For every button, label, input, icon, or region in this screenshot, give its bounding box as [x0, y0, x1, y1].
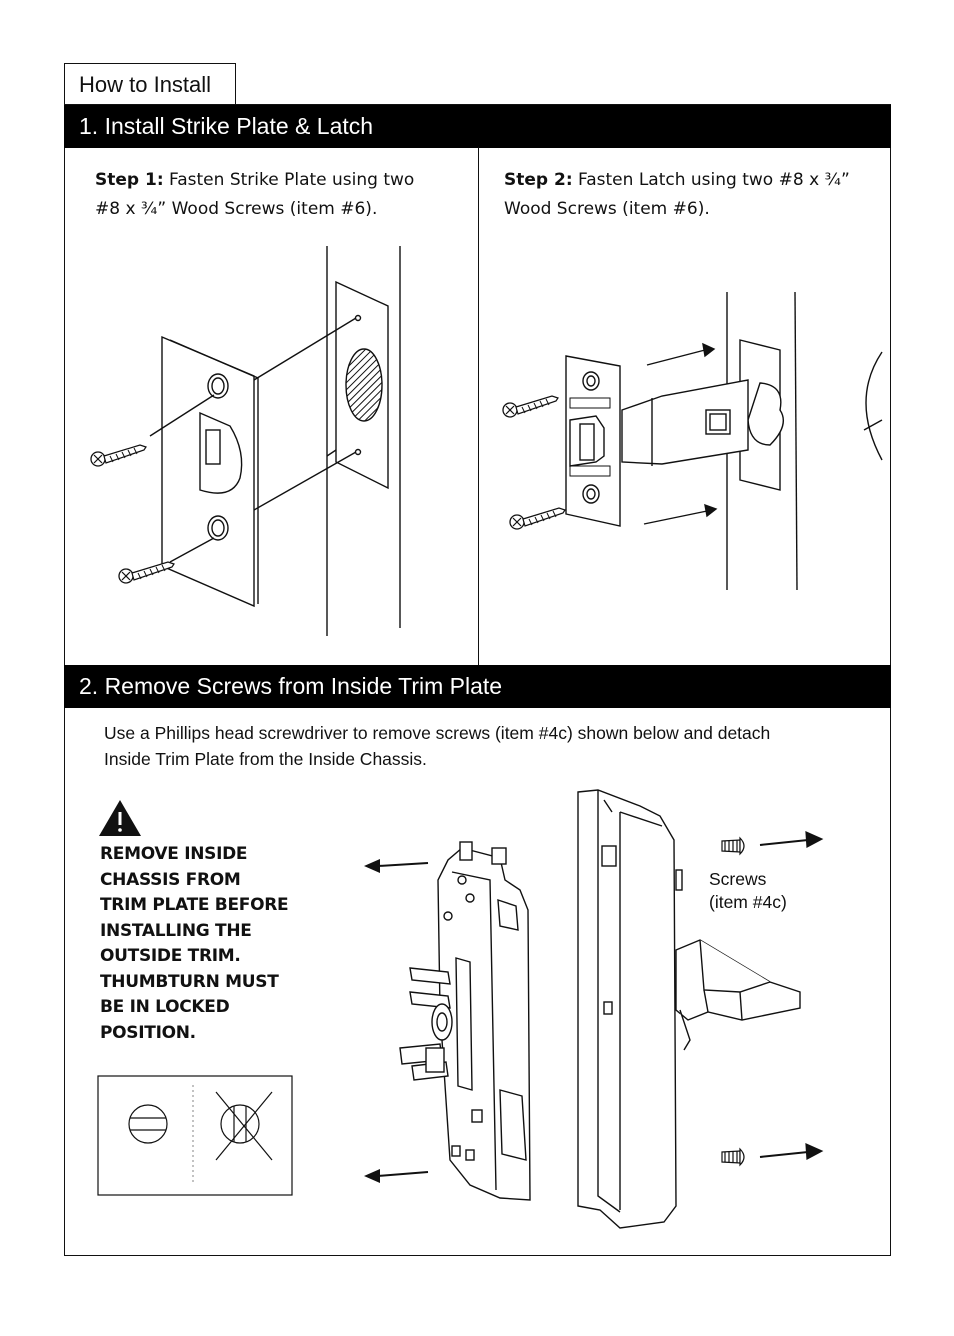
warning-line: CHASSIS FROM	[100, 869, 241, 890]
warning-line: BE IN LOCKED	[100, 997, 230, 1017]
trim-screws	[721, 831, 824, 1167]
inside-chassis-illustration	[399, 841, 531, 1201]
screws-label-line2: (item #4c)	[709, 892, 787, 912]
instructions-line1: Use a Phillips head screwdriver to remov…	[104, 723, 771, 743]
warning-line: TRIM PLATE BEFORE	[100, 895, 289, 915]
warning-line: POSITION.	[100, 1022, 196, 1043]
screws-label-line1: Screws	[709, 869, 767, 889]
warning-line: OUTSIDE TRIM.	[100, 946, 241, 966]
section1-heading: 1. Install Strike Plate & Latch	[64, 105, 891, 148]
warning-line: INSTALLING THE	[100, 920, 252, 941]
latch-illustration	[502, 291, 883, 591]
instructions-line2: Inside Trim Plate from the Inside Chassi…	[104, 749, 427, 769]
warning-line: REMOVE INSIDE	[100, 844, 248, 864]
warning-text: REMOVE INSIDE CHASSIS FROM TRIM PLATE BE…	[100, 842, 310, 1046]
chassis-arrows	[364, 859, 429, 1183]
warning-line: THUMBTURN MUST	[100, 971, 279, 992]
step2-label: Step 2:	[504, 170, 573, 190]
step1-label: Step 1:	[95, 170, 164, 190]
step2-text: Step 2: Fasten Latch using two #8 x ¾” W…	[504, 166, 874, 224]
section2-instructions: Use a Phillips head screwdriver to remov…	[104, 720, 844, 772]
column-divider	[478, 147, 479, 665]
step2-desc2: Wood Screws (item #6).	[504, 199, 710, 219]
inside-trim-plate-illustration	[577, 789, 801, 1229]
screws-label: Screws (item #4c)	[709, 868, 787, 914]
step1-text: Step 1: Fasten Strike Plate using two #8…	[95, 166, 465, 224]
step1-desc: Fasten Strike Plate using two	[163, 170, 415, 190]
step1-desc2: #8 x ¾” Wood Screws (item #6).	[95, 199, 378, 219]
thumbturn-position-box	[97, 1075, 293, 1196]
warning-icon	[99, 800, 141, 836]
step2-desc: Fasten Latch using two #8 x ¾”	[572, 170, 850, 190]
page-title: How to Install	[64, 63, 236, 105]
section2-heading: 2. Remove Screws from Inside Trim Plate	[64, 665, 891, 708]
strike-plate-illustration	[90, 246, 401, 636]
